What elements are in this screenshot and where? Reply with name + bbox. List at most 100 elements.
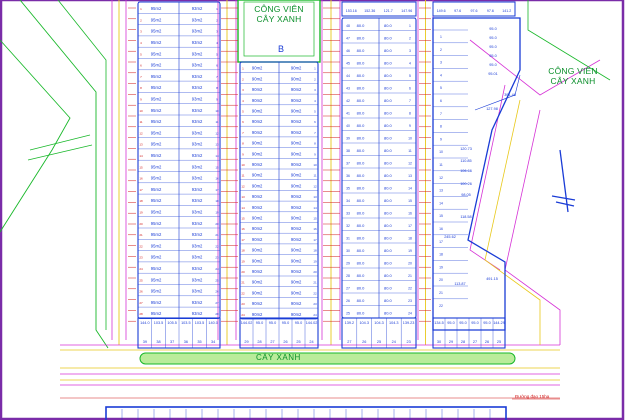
lot-number: 15: [313, 217, 317, 221]
lot-number: 1: [216, 7, 218, 11]
lot-number: 6: [216, 64, 218, 68]
lot-number: 15: [241, 217, 245, 221]
lot-number: 15: [139, 165, 143, 169]
lot-size-label: 80.0: [384, 135, 393, 140]
lot-number: 39: [143, 340, 147, 344]
lot-number: 13: [439, 189, 443, 193]
boundary-line: [0, 39, 71, 233]
lot-size-label: 80.0: [384, 35, 393, 40]
lot-number: 2: [140, 18, 142, 22]
lot-size-label: 80.0: [357, 235, 366, 240]
lot-size-label: 95m2: [151, 187, 162, 192]
lot-number: 23: [406, 340, 410, 344]
lot-size-label: 90m2: [291, 226, 302, 231]
lot-width-label: 104.3: [374, 321, 384, 325]
lot-size-label: 80.0: [357, 198, 366, 203]
lot-number: 38: [156, 340, 160, 344]
lot-size-label: 90m2: [291, 216, 302, 221]
lot-number: 8: [409, 111, 411, 115]
lot-size-label: 90m2: [252, 248, 263, 253]
lot-size-label: 80.0: [357, 48, 366, 53]
lot-number: 10: [139, 109, 143, 113]
lot-size-label: 90m2: [252, 162, 263, 167]
lot-number: 17: [215, 188, 219, 192]
park-top-line1: CÔNG VIÊN: [254, 4, 304, 14]
lot-value: 113.87: [454, 282, 465, 286]
lot-number: 23: [139, 256, 143, 260]
lot-number: 1: [140, 7, 142, 11]
lot-number: 2: [440, 48, 442, 52]
lot-size-label: 90m2: [252, 66, 263, 71]
lot-size-label: 90m2: [291, 269, 302, 274]
lot-number: 7: [140, 75, 142, 79]
lot-size-label: 93m2: [192, 311, 203, 316]
lot-number: 37: [346, 161, 350, 165]
green-strip: [139, 352, 516, 365]
lot-width-label: 134.5: [434, 321, 444, 325]
lot-number: 38: [346, 149, 350, 153]
lot-size-label: 95m2: [151, 176, 162, 181]
lot-size-label: 95m2: [151, 289, 162, 294]
lot-number: 4: [409, 61, 411, 65]
lot-number: 16: [241, 227, 245, 231]
lot-value: 106.66: [460, 169, 472, 173]
lot-size-label: 90m2: [291, 109, 302, 114]
lot-value: 245.62: [444, 235, 456, 239]
lot-number: 25: [497, 340, 501, 344]
lot-size-label: 80.0: [357, 60, 366, 65]
lot-number: 20: [215, 222, 219, 226]
lot-size-label: 90m2: [291, 248, 302, 253]
lot-number: 22: [241, 291, 245, 295]
lot-number: 7: [242, 131, 244, 135]
lot-size-label: 93m2: [192, 300, 203, 305]
lot-number: 17: [439, 240, 443, 244]
lot-width-label: 104.3: [389, 321, 399, 325]
lot-size-label: 80.0: [384, 48, 393, 53]
lot-size-label: 90m2: [252, 183, 263, 188]
block-c-bottom-outline: [341, 317, 417, 349]
lot-size-label: 80.0: [357, 73, 366, 78]
lot-size-label: 90m2: [252, 226, 263, 231]
lot-number: 26: [215, 290, 219, 294]
lot-number: 13: [313, 195, 317, 199]
lot-size-label: 90m2: [291, 173, 302, 178]
lot-size-label: 95m2: [151, 210, 162, 215]
lot-number: 17: [408, 224, 412, 228]
lot-number: 19: [139, 211, 143, 215]
lot-number: 7: [409, 99, 411, 103]
lot-size-label: 80.0: [357, 23, 366, 28]
lot-size-label: 90m2: [252, 269, 263, 274]
lot-size-label: 90m2: [252, 258, 263, 263]
lot-value: 110.85: [460, 159, 471, 163]
lot-size-label: 90m2: [252, 130, 263, 135]
lot-size-label: 80.0: [384, 110, 393, 115]
lot-size-label: 93m2: [192, 176, 203, 181]
lot-size-label: 90m2: [252, 194, 263, 199]
lot-size-label: 93m2: [192, 40, 203, 45]
lot-size-label: 90m2: [291, 162, 302, 167]
lot-number: 22: [313, 291, 317, 295]
lot-width-label: 147.96: [401, 9, 412, 13]
lot-number: 20: [139, 222, 143, 226]
lot-size-label: 90m2: [291, 141, 302, 146]
boundary-line: [527, 0, 611, 81]
lot-size-label: 93m2: [192, 51, 203, 56]
lot-size-label: 95m2: [151, 29, 162, 34]
lot-size-label: 80.0: [384, 248, 393, 253]
road-note: Đường đạo 15ha: [515, 394, 550, 399]
lot-size-label: 95m2: [151, 108, 162, 113]
lot-number: 22: [408, 286, 412, 290]
lot-size-label: 95m2: [151, 243, 162, 248]
lot-size-label: 80.0: [384, 260, 393, 265]
lot-number: 7: [216, 75, 218, 79]
lot-number: 43: [346, 86, 350, 90]
boundary-line: [19, 0, 109, 349]
lot-number: 13: [408, 174, 412, 178]
lot-number: 4: [314, 99, 316, 103]
lot-number: 15: [215, 165, 219, 169]
lot-number: 12: [408, 161, 412, 165]
lot-number: 3: [409, 49, 411, 53]
lot-width-label: 153.16: [346, 9, 357, 13]
